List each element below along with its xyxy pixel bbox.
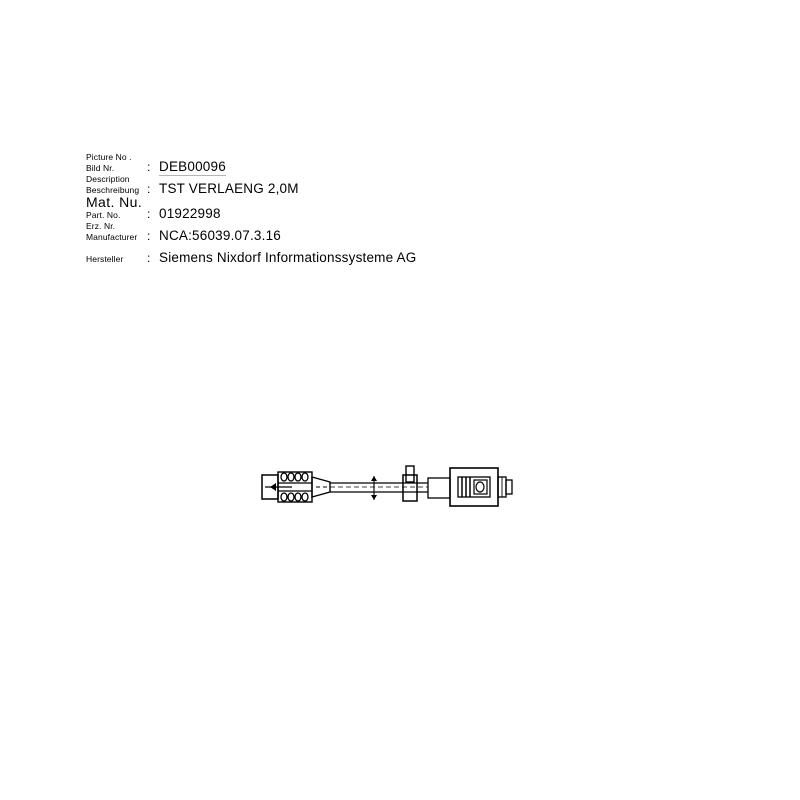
spec-label-de: Part. No. — [86, 210, 121, 220]
spec-label-en: Mat. Nu. — [86, 194, 143, 210]
spec-label-en: Description — [86, 174, 130, 184]
lower-drawing-group — [261, 465, 513, 507]
spec-separator: : — [147, 207, 151, 221]
spec-label-de: Beschreibung — [86, 184, 140, 195]
cable-strain-relief-lower — [402, 465, 418, 502]
spec-row-manufacturer: Hersteller : Siemens Nixdorf Information… — [86, 245, 506, 267]
spec-separator: : — [147, 229, 151, 243]
spec-row-material-number: Mat. Nu. Part. No. : 01922998 — [86, 195, 506, 223]
spec-row-manufacturer-number: Erz. Nr. Manufacturer : NCA:56039.07.3.1… — [86, 221, 506, 245]
spec-separator: : — [147, 182, 151, 196]
spec-separator: : — [147, 251, 151, 265]
specification-table: Picture No . Bild Nr. : DEB00096 Descrip… — [86, 152, 506, 267]
spec-value-manufacturer-number: NCA:56039.07.3.16 — [159, 228, 281, 243]
spec-label-en: Picture No . — [86, 152, 132, 162]
spec-label-en: Hersteller — [86, 253, 124, 264]
spec-label-group: Mat. Nu. Part. No. — [86, 195, 147, 223]
spec-row-picture-no: Picture No . Bild Nr. : DEB00096 — [86, 152, 506, 176]
spec-label-en: Erz. Nr. — [86, 221, 116, 231]
spec-value-manufacturer: Siemens Nixdorf Informationssysteme AG — [159, 250, 417, 265]
spec-label-group: Picture No . Bild Nr. — [86, 152, 147, 176]
connector-left-section — [261, 471, 331, 503]
spec-row-description: Description Beschreibung : TST VERLAENG … — [86, 174, 506, 198]
connector-right-section — [427, 467, 513, 507]
technical-drawing-area — [0, 320, 800, 540]
spec-label-group: Description Beschreibung — [86, 174, 147, 198]
cable-assembly-drawings — [261, 465, 513, 507]
spec-separator: : — [147, 160, 151, 174]
spec-label-de: Bild Nr. — [86, 162, 115, 173]
spec-label-group: Erz. Nr. Manufacturer — [86, 221, 147, 245]
spec-value-material-number: 01922998 — [159, 206, 221, 221]
spec-value-description: TST VERLAENG 2,0M — [159, 181, 299, 196]
spec-label-group: Hersteller — [86, 254, 147, 268]
spec-value-picture-no: DEB00096 — [159, 159, 226, 176]
spec-label-de: Manufacturer — [86, 231, 138, 242]
cable-body-lower — [330, 476, 428, 500]
